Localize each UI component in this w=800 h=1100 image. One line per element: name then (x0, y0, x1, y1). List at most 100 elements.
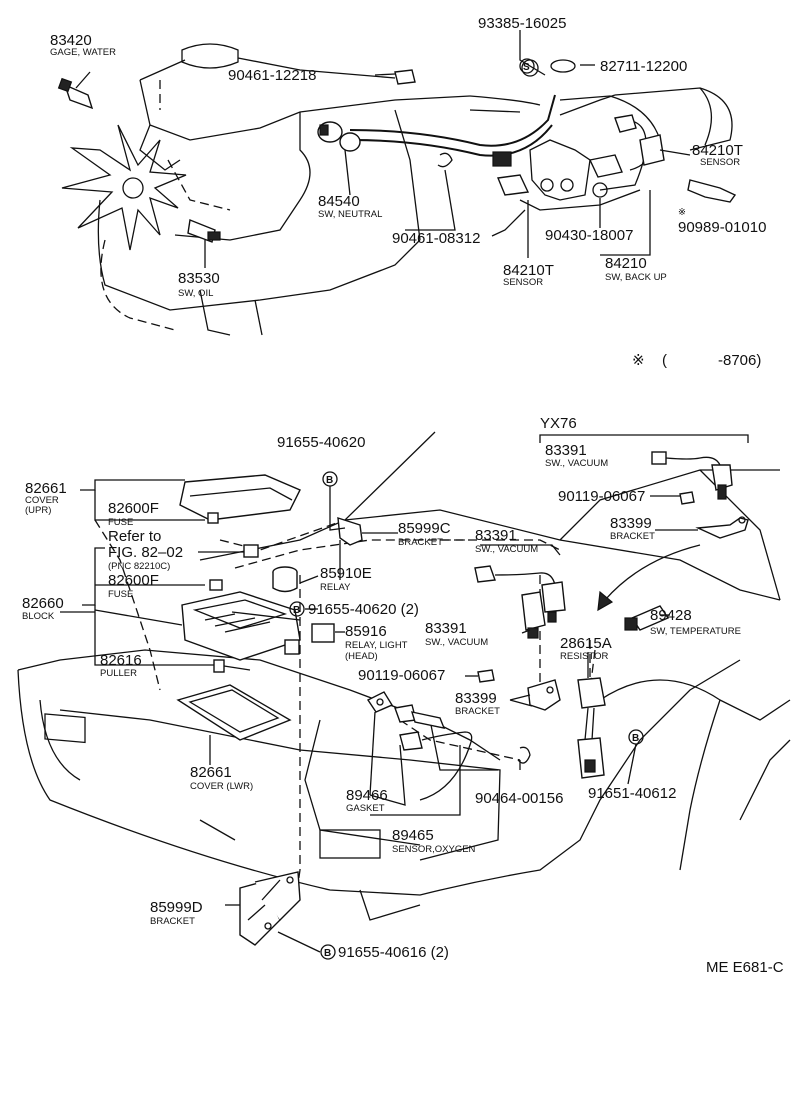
caption-89466: GASKET (346, 803, 385, 814)
label-89466: 89466 (346, 787, 388, 804)
label-89428: 89428 (650, 607, 692, 624)
caption-83391-lower: SW., VACUUM (425, 637, 488, 648)
vacuum-switch-mid-icon (474, 565, 566, 639)
caption-83420: GAGE, WATER (50, 47, 116, 58)
caption-82661-lower: COVER (LWR) (190, 781, 253, 792)
note-open: ( (662, 352, 667, 369)
label-90989-01010: 90989-01010 (678, 219, 766, 236)
caption-83399-lower: BRACKET (455, 706, 500, 717)
bracket-85999c-icon (337, 517, 363, 546)
oil-switch-icon (187, 219, 221, 243)
fuse-icon (207, 512, 219, 524)
caption-85910e: RELAY (320, 582, 351, 593)
bolt-90119-icon (679, 491, 695, 505)
label-90430-18007: 90430-18007 (545, 227, 633, 244)
clamp-icon (517, 746, 531, 764)
bracket-83399-lower-icon (527, 679, 561, 711)
caption-83399-top: BRACKET (610, 531, 655, 542)
mark-90989: ※ (678, 207, 686, 218)
body-illustration (17, 431, 791, 921)
caption-85999d: BRACKET (150, 916, 195, 927)
label-85916: 85916 (345, 623, 387, 640)
label-85999d: 85999D (150, 899, 203, 916)
bracket-83399-top-icon (695, 516, 749, 539)
refer-line2: FIG. 82–02 (108, 544, 183, 561)
caption-82660: BLOCK (22, 611, 55, 622)
sensor-right-icon (614, 114, 665, 166)
label-93385-16025: 93385-16025 (478, 15, 566, 32)
label-90464-00156: 90464-00156 (475, 790, 563, 807)
puller-icon (213, 659, 225, 673)
hose-clip-icon (437, 152, 453, 168)
gage-water-icon (57, 77, 94, 110)
label-84210t-right: 84210T (692, 142, 743, 159)
note-mark: ※ (632, 352, 645, 369)
resistor-icon (577, 677, 606, 779)
caption-85916: RELAY, LIGHT (345, 640, 408, 651)
refer-caption: (PNC 82210C) (108, 561, 170, 572)
neutral-switch-icon (317, 121, 361, 152)
b-symbol-4: B (324, 948, 331, 959)
b-symbol-3: B (632, 733, 639, 744)
caption-84540: SW, NEUTRAL (318, 209, 382, 220)
label-82661-lower: 82661 (190, 764, 232, 781)
label-83391-mid: 83391 (475, 527, 517, 544)
caption2-82661-upper: (UPR) (25, 505, 51, 516)
label-83399-lower: 83399 (455, 690, 497, 707)
label-83399-top: 83399 (610, 515, 652, 532)
sensor-left-icon (492, 151, 530, 196)
caption-82616: PULLER (100, 668, 137, 679)
caption-84210t-left: SENSOR (503, 277, 543, 288)
oxygen-sensor-icon (394, 704, 473, 801)
gasket-icon (366, 691, 394, 713)
caption-85999c: BRACKET (398, 537, 443, 548)
backup-switch-icon (588, 154, 623, 198)
caption-84210: SW, BACK UP (605, 272, 667, 283)
diagram-code: ME E681-C (706, 959, 784, 976)
label-83391-yx76: 83391 (545, 442, 587, 459)
label-82660: 82660 (22, 595, 64, 612)
label-83420: 83420 (50, 32, 92, 49)
label-82616: 82616 (100, 652, 142, 669)
s-symbol: S (523, 62, 530, 73)
label-84540: 84540 (318, 193, 360, 210)
label-84210t-left: 84210T (503, 262, 554, 279)
label-91655-40616-2: 91655-40616 (2) (338, 944, 449, 961)
temperature-switch-icon (624, 605, 670, 631)
fuse-block-icon (181, 591, 301, 661)
b-symbol-circle-2 (289, 601, 305, 617)
label-90461-12218: 90461-12218 (228, 67, 316, 84)
caption-83530: SW, OIL (178, 288, 213, 299)
cover-lower-icon (176, 684, 292, 741)
label-83391-lower: 83391 (425, 620, 467, 637)
caption-84210t-right: SENSOR (700, 157, 740, 168)
label-82600f-lower: 82600F (108, 572, 159, 589)
note-range: -8706) (718, 352, 761, 369)
label-85910e: 85910E (320, 565, 372, 582)
label-91651-40612: 91651-40612 (588, 785, 676, 802)
bracket-85999d-icon (239, 871, 301, 946)
label-83530: 83530 (178, 270, 220, 287)
clip-icon (521, 59, 576, 77)
bolt-lower-icon (477, 669, 495, 683)
caption2-85916: (HEAD) (345, 651, 378, 662)
refer-connector-icon (243, 544, 259, 558)
label-91655-40620: 91655-40620 (277, 434, 365, 451)
caption-83391-mid: SW., VACUUM (475, 544, 538, 555)
b-symbol-2: B (293, 605, 300, 616)
refer-line1: Refer to (108, 528, 161, 545)
caption-89428: SW, TEMPERATURE (650, 626, 741, 637)
label-82711-12200: 82711-12200 (600, 58, 687, 75)
label-90119-06067-top: 90119-06067 (558, 488, 645, 505)
caption-83391-yx76: SW., VACUUM (545, 458, 608, 469)
label-84210: 84210 (605, 255, 647, 272)
relay-85910e-icon (272, 566, 298, 593)
caption-82600f-upper: FUSE (108, 517, 133, 528)
caption-89465: SENSOR,OXYGEN (392, 844, 476, 855)
vacuum-switch-yx76-icon (651, 451, 733, 500)
label-82661-upper: 82661 (25, 480, 67, 497)
fuse-small-icon (209, 579, 223, 591)
label-90119-06067-lower: 90119-06067 (358, 667, 445, 684)
